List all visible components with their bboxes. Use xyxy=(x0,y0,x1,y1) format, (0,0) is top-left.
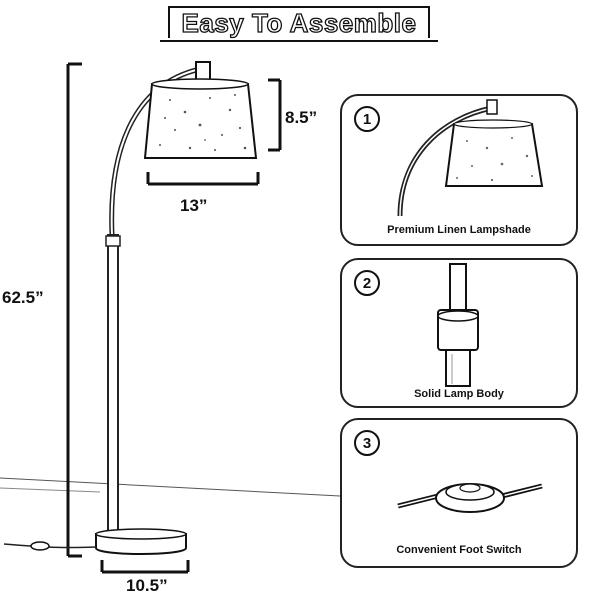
feature-caption-3: Convenient Foot Switch xyxy=(396,544,522,556)
shade-height-label: 8.5” xyxy=(285,108,318,127)
feature-panel-lampshade: 1 Premium Linen Lampshade xyxy=(340,94,578,246)
lamp-pole xyxy=(107,234,119,536)
feature-number-1: 1 xyxy=(354,106,380,132)
feature-caption-2: Solid Lamp Body xyxy=(414,388,504,400)
lamp-body-icon xyxy=(437,263,479,387)
shade-width-label: 13” xyxy=(180,196,208,215)
feature-number-2: 2 xyxy=(354,270,380,296)
foot-switch xyxy=(30,541,50,551)
floor-line xyxy=(0,477,341,497)
base-width-label: 10.5” xyxy=(126,576,168,595)
feature-caption-1: Premium Linen Lampshade xyxy=(387,224,531,236)
height-label: 62.5” xyxy=(2,288,44,307)
power-cord xyxy=(3,543,97,549)
title-box: Easy To Assemble xyxy=(168,6,430,38)
title-underline xyxy=(160,10,438,42)
feature-number-3: 3 xyxy=(354,430,380,456)
feature-panel-lamp-body: 2 Solid Lamp Body xyxy=(340,258,578,408)
lampshade xyxy=(143,83,258,159)
feature-panel-foot-switch: 3 Convenient Foot Switch xyxy=(340,418,578,568)
page-title: Easy To Assemble xyxy=(181,7,417,38)
lampshade-icon xyxy=(397,99,544,217)
foot-switch-icon xyxy=(397,483,543,513)
